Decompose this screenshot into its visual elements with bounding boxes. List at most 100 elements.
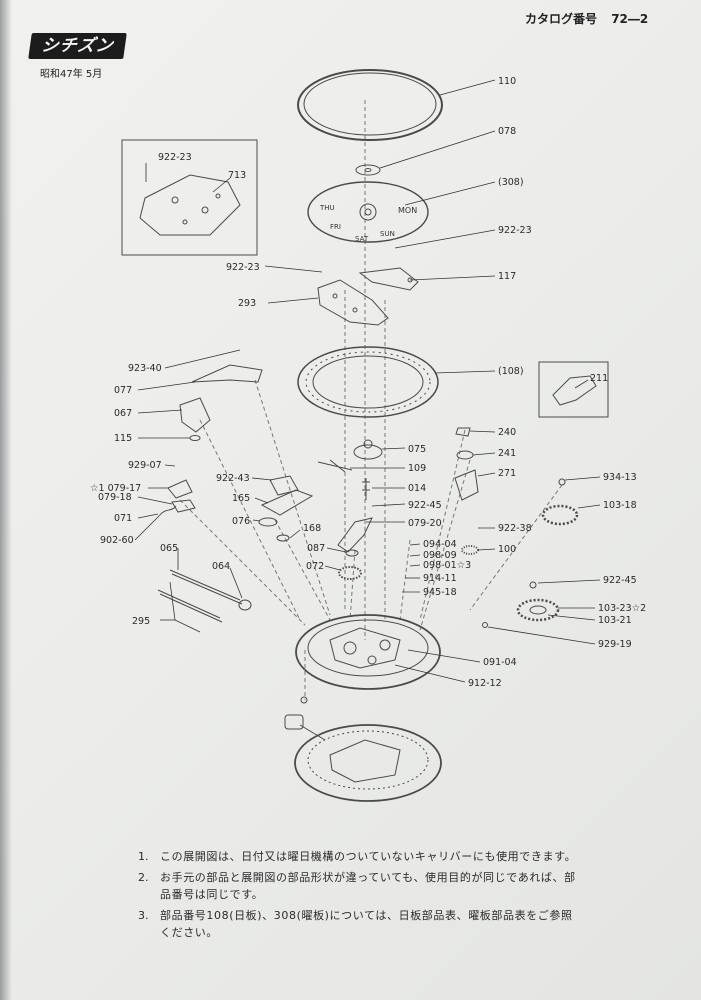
plate-293	[317, 279, 389, 326]
lever-077	[191, 364, 263, 383]
catalog-label: カタログ番号	[525, 12, 598, 26]
lever-067	[179, 397, 211, 433]
note-text: この展開図は、日付又は曜日機構のついていないキャリバーにも使用できます。	[160, 850, 577, 863]
wheel-100	[461, 545, 479, 555]
part-label: 241	[498, 448, 516, 459]
part-922-43	[269, 475, 299, 496]
part-label: 922-43	[216, 473, 250, 484]
notes-section: 1. この展開図は、日付又は曜日機構のついていないキャリバーにも使用できます。 …	[138, 848, 578, 945]
part-label: 945-18	[423, 587, 457, 598]
part-label: 067	[114, 408, 132, 419]
note-item: 3. 部品番号108(日板)、308(曜板)については、日板部品表、曜板部品表を…	[138, 907, 578, 941]
assembly-axis-lines	[179, 100, 563, 700]
part-label: 914-11	[423, 573, 457, 584]
part-label: 923-40	[128, 363, 162, 374]
part-label: 929-07	[128, 460, 162, 471]
spring-902-60	[159, 505, 177, 516]
screw-934-13	[558, 478, 566, 486]
part-label: 934-13	[603, 472, 637, 483]
screw-929-19	[482, 622, 488, 628]
day-sat: SAT	[355, 235, 369, 243]
spring-115	[189, 435, 201, 441]
part-label: 077	[114, 385, 132, 396]
part-label: 094-04	[423, 539, 457, 550]
lever-079-20	[337, 517, 373, 553]
part-label: 075	[408, 444, 426, 455]
part-label: 922-23	[158, 152, 192, 163]
part-label: 078	[498, 126, 516, 137]
part-label: 079-18	[98, 492, 132, 503]
wheel-076	[258, 517, 278, 527]
part-label: 922-38	[498, 523, 532, 534]
note-item: 2. お手元の部品と展開図の部品形状が違っていても、使用目的が同じであれば、部品…	[138, 869, 578, 903]
part-label: 076	[232, 516, 250, 527]
part-label: 103-23☆2	[598, 603, 646, 614]
lever-079-17	[167, 479, 193, 499]
crown-064	[238, 599, 252, 611]
plate-165	[260, 489, 314, 516]
stem-065	[169, 569, 243, 605]
part-label: 091-04	[483, 657, 517, 668]
part-label: 098-01☆3	[423, 560, 471, 571]
catalog-number: 72―2	[611, 12, 649, 26]
part-label: 064	[212, 561, 230, 572]
lever-117	[358, 267, 419, 291]
main-plate	[295, 614, 441, 690]
part-label: 211	[590, 373, 608, 384]
part-label: 109	[408, 463, 426, 474]
part-label: ☆1 079-17	[90, 483, 141, 494]
lever-271	[454, 469, 479, 501]
wheel-087	[345, 549, 359, 557]
note-number: 2.	[138, 871, 149, 884]
screw-922-45	[529, 581, 537, 589]
wheel-072	[338, 566, 362, 580]
note-text: 部品番号108(日板)、308(曜板)については、日板部品表、曜板部品表をご参照…	[160, 909, 573, 939]
part-label: 929-19	[598, 639, 632, 650]
washer-078	[355, 164, 381, 176]
publication-date: 昭和47年 5月	[40, 69, 103, 80]
part-label: 295	[132, 616, 150, 627]
page-edge-shadow	[0, 0, 12, 1000]
note-number: 3.	[138, 909, 149, 922]
part-label: 072	[306, 561, 324, 572]
assembled-crown	[284, 714, 304, 730]
inset-box-713	[121, 139, 258, 256]
spring-109	[317, 459, 353, 473]
lever-240	[455, 427, 471, 437]
part-label: 117	[498, 271, 516, 282]
day-disc-308	[307, 181, 429, 243]
inset-box-211	[538, 361, 609, 418]
part-label: 065	[160, 543, 178, 554]
leader-lines	[134, 79, 601, 683]
part-label: 079-20	[408, 518, 442, 529]
assembled-movement	[294, 724, 442, 802]
day-fri: FRI	[330, 223, 341, 231]
part-label: 103-21	[598, 615, 632, 626]
part-label: 100	[498, 544, 516, 555]
ring-110	[297, 69, 443, 141]
part-label: 922-45	[408, 500, 442, 511]
part-label: 293	[238, 298, 256, 309]
part-label: 922-45	[603, 575, 637, 586]
screw-912-12	[300, 696, 308, 704]
part-label: 713	[228, 170, 246, 181]
day-mon: MON	[398, 206, 417, 215]
part-211	[552, 375, 597, 406]
note-number: 1.	[138, 850, 149, 863]
part-079-18	[171, 499, 196, 513]
catalog-number-heading: カタログ番号 72―2	[525, 10, 648, 27]
pinion-014	[362, 478, 370, 500]
part-label: 071	[114, 513, 132, 524]
gear-103-18	[541, 504, 579, 526]
day-thu: THU	[319, 204, 335, 212]
part-label: 103-18	[603, 500, 637, 511]
note-item: 1. この展開図は、日付又は曜日機構のついていないキャリバーにも使用できます。	[138, 848, 578, 865]
day-disc-labels: MON SUN SAT FRI THU	[319, 204, 417, 243]
part-label: 902-60	[100, 535, 134, 546]
wheel-241	[456, 450, 474, 460]
part-label: 922-23	[498, 225, 532, 236]
gear-103-23	[516, 598, 560, 622]
part-label: 271	[498, 468, 516, 479]
